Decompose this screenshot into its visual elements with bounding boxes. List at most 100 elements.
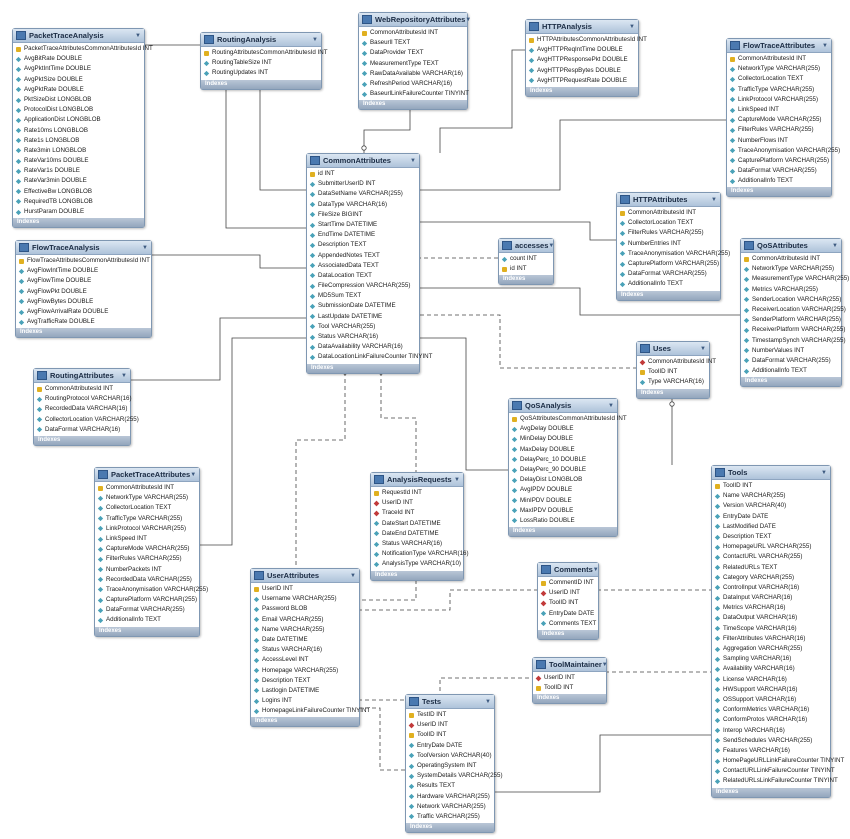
column-row[interactable]: Category VARCHAR(255) — [712, 573, 830, 583]
column-row[interactable]: NetworkType VARCHAR(255) — [741, 264, 841, 274]
column-row[interactable]: CommonAttributesId INT — [617, 208, 720, 218]
column-row[interactable]: SubmissionDate DATETIME — [307, 301, 419, 311]
indexes-footer[interactable]: Indexes — [13, 218, 144, 228]
column-row[interactable]: Logins INT — [251, 696, 359, 706]
column-row[interactable]: ContactURLLinkFailureCounter TINYINT — [712, 766, 835, 776]
column-row[interactable]: CommonAttributesId INT — [741, 254, 841, 264]
column-row[interactable]: RawDataAvailable VARCHAR(16) — [359, 69, 467, 79]
indexes-footer[interactable]: Indexes — [509, 527, 617, 537]
column-row[interactable]: LossRatio DOUBLE — [509, 516, 617, 526]
column-row[interactable]: OperatingSystem INT — [406, 761, 494, 771]
column-row[interactable]: TraceAnonymisation VARCHAR(255) — [727, 146, 840, 156]
column-row[interactable]: ToolID INT — [712, 481, 830, 491]
indexes-footer[interactable]: Indexes — [741, 377, 841, 387]
column-row[interactable]: MeasurementType VARCHAR(255) — [741, 274, 849, 284]
column-row[interactable]: AvgHTTPRequestRate DOUBLE — [526, 76, 638, 86]
column-row[interactable]: Tool VARCHAR(255) — [307, 322, 419, 332]
column-row[interactable]: CaptureMode VARCHAR(255) — [95, 544, 199, 554]
column-row[interactable]: CollectorLocation TEXT — [617, 218, 720, 228]
column-row[interactable]: CommonAttributesId INT — [95, 483, 199, 493]
column-row[interactable]: HTTPAttributesCommonAttributesId INT — [526, 35, 647, 45]
table-header[interactable]: Comments▼ — [538, 563, 599, 577]
column-row[interactable]: ReceiverPlatform VARCHAR(255) — [741, 325, 845, 335]
column-row[interactable]: FilterRules VARCHAR(255) — [95, 554, 199, 564]
indexes-footer[interactable]: Indexes — [727, 187, 831, 197]
indexes-footer[interactable]: Indexes — [538, 629, 598, 639]
table-header[interactable]: Uses▼ — [637, 342, 709, 356]
column-row[interactable]: CollectorLocation TEXT — [95, 503, 199, 513]
column-row[interactable]: UserID INT — [251, 584, 359, 594]
column-row[interactable]: DataLocationLinkFailureCounter TINYINT — [307, 352, 432, 362]
column-row[interactable]: NumberPackets INT — [95, 565, 199, 575]
collapse-chevron-icon[interactable]: ▼ — [410, 157, 416, 164]
table-header[interactable]: PacketTraceAnalysis▼ — [13, 29, 144, 43]
column-row[interactable]: Name VARCHAR(255) — [712, 491, 830, 501]
column-row[interactable]: DataLocation TEXT — [307, 271, 419, 281]
column-row[interactable]: DataProvider TEXT — [359, 48, 467, 58]
indexes-footer[interactable]: Indexes — [533, 694, 606, 704]
column-row[interactable]: TraceId INT — [371, 508, 463, 518]
column-row[interactable]: NetworkType VARCHAR(255) — [95, 493, 199, 503]
column-row[interactable]: AdditionalInfo TEXT — [95, 615, 199, 625]
column-row[interactable]: DateEnd DATETIME — [371, 529, 463, 539]
column-row[interactable]: TraceAnonymisation VARCHAR(255) — [95, 585, 208, 595]
column-row[interactable]: Username VARCHAR(255) — [251, 594, 359, 604]
indexes-footer[interactable]: Indexes — [712, 787, 830, 797]
column-row[interactable]: EntryDate DATE — [712, 512, 830, 522]
table-header[interactable]: ToolMaintainer▼ — [533, 658, 608, 672]
column-row[interactable]: HomePageURLLinkFailureCounter TINYINT — [712, 756, 844, 766]
collapse-chevron-icon[interactable]: ▼ — [454, 476, 460, 483]
column-row[interactable]: Comments TEXT — [538, 619, 598, 629]
table-header[interactable]: accesses▼ — [499, 239, 554, 253]
column-row[interactable]: RequestId INT — [371, 488, 463, 498]
table-flowtraceattributes[interactable]: FlowTraceAttributes▼CommonAttributesId I… — [726, 38, 840, 198]
column-row[interactable]: EntryDate DATE — [406, 741, 494, 751]
column-row[interactable]: HomepageLinkFailureCounter TINYINT — [251, 706, 370, 716]
column-row[interactable]: CapturePlatform VARCHAR(255) — [617, 259, 720, 269]
collapse-chevron-icon[interactable]: ▼ — [832, 242, 838, 249]
table-header[interactable]: FlowTraceAttributes▼ — [727, 39, 831, 53]
column-row[interactable]: DelayPerc_10 DOUBLE — [509, 455, 617, 465]
column-row[interactable]: LinkSpeed INT — [727, 105, 831, 115]
column-row[interactable]: ProtocolDist LONGBLOB — [13, 105, 144, 115]
column-row[interactable]: RoutingProtocol VARCHAR(16) — [34, 394, 132, 404]
collapse-chevron-icon[interactable]: ▼ — [601, 661, 608, 668]
column-row[interactable]: ToolID INT — [538, 598, 598, 608]
column-row[interactable]: RateVar10ms DOUBLE — [13, 156, 144, 166]
column-row[interactable]: MaxDelay DOUBLE — [509, 445, 617, 455]
column-row[interactable]: FileSize BIGINT — [307, 210, 419, 220]
column-row[interactable]: QoSAttributesCommonAttributesId INT — [509, 414, 627, 424]
column-row[interactable]: TestID INT — [406, 710, 494, 720]
column-row[interactable]: RecordedData VARCHAR(255) — [95, 575, 199, 585]
column-row[interactable]: EndTime DATETIME — [307, 230, 419, 240]
column-row[interactable]: Name VARCHAR(255) — [251, 625, 359, 635]
column-row[interactable]: AvgHTTPResponsePkt DOUBLE — [526, 55, 638, 65]
column-row[interactable]: Rate3min LONGBLOB — [13, 146, 144, 156]
column-row[interactable]: Status VARCHAR(16) — [251, 645, 359, 655]
indexes-footer[interactable]: Indexes — [371, 570, 463, 580]
column-row[interactable]: CaptureMode VARCHAR(255) — [727, 115, 831, 125]
column-row[interactable]: HomepageURL VARCHAR(255) — [712, 542, 830, 552]
column-row[interactable]: FilterRules VARCHAR(255) — [727, 125, 831, 135]
indexes-footer[interactable]: Indexes — [617, 290, 720, 300]
column-row[interactable]: NetworkType VARCHAR(255) — [727, 64, 831, 74]
column-row[interactable]: Rate1s LONGBLOB — [13, 136, 144, 146]
column-row[interactable]: Rate10ms LONGBLOB — [13, 126, 144, 136]
table-header[interactable]: CommonAttributes▼ — [307, 154, 419, 168]
column-row[interactable]: HWSupport VARCHAR(16) — [712, 685, 830, 695]
column-row[interactable]: RelatedURLs TEXT — [712, 563, 830, 573]
column-row[interactable]: PktSizeDist LONGBLOB — [13, 95, 144, 105]
collapse-chevron-icon[interactable]: ▼ — [121, 372, 127, 379]
column-row[interactable]: MeasurementType TEXT — [359, 59, 467, 69]
column-row[interactable]: count INT — [499, 254, 553, 264]
column-row[interactable]: AssociatedData TEXT — [307, 261, 419, 271]
column-row[interactable]: MinDelay DOUBLE — [509, 434, 617, 444]
column-row[interactable]: Availability VARCHAR(16) — [712, 664, 830, 674]
column-row[interactable]: RecordedData VARCHAR(16) — [34, 404, 130, 414]
indexes-footer[interactable]: Indexes — [34, 435, 130, 445]
